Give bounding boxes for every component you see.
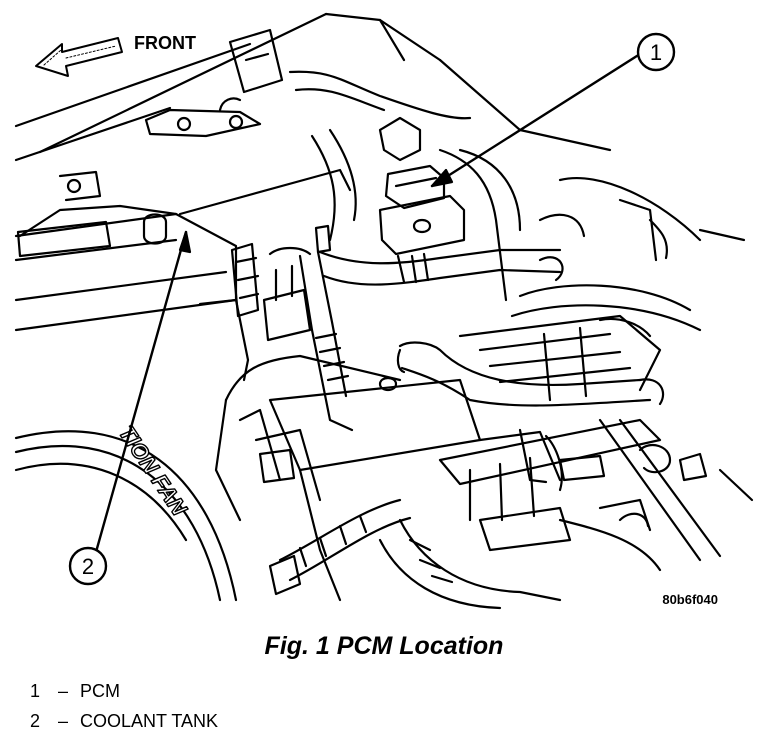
legend-label: COOLANT TANK: [80, 711, 219, 731]
legend-item: 1–PCM: [30, 676, 218, 706]
callout-2-leader: [94, 230, 192, 554]
intake-hose: [318, 248, 564, 286]
fan-shroud: [14, 430, 238, 602]
ac-line-and-sensor: [230, 224, 354, 432]
upper-hose-and-bracket: [144, 70, 472, 138]
legend-number: 2: [30, 711, 41, 731]
front-label: FRONT: [134, 33, 196, 53]
legend: 1–PCM 2–COOLANT TANK: [30, 676, 218, 736]
callout-1-leader: [430, 52, 642, 188]
coolant-tank: [14, 168, 352, 382]
callout-2-badge: 2: [68, 546, 108, 586]
fan-shroud-lettering: TION FAN: [114, 421, 193, 521]
callout-2-number: 2: [82, 554, 94, 579]
legend-label: PCM: [80, 681, 120, 701]
callout-1-badge: 1: [636, 32, 676, 72]
engine-bay-illustration: FRONT: [14, 12, 754, 610]
wiring-harness: [268, 498, 562, 610]
figure-caption: Fig. 1 PCM Location: [264, 632, 504, 660]
legend-dash: –: [57, 711, 68, 731]
throttle-body: [396, 314, 665, 407]
engine-block: [214, 354, 562, 602]
front-arrow-icon: [35, 37, 123, 77]
pcm-module: [310, 116, 522, 302]
legend-number: 1: [30, 681, 41, 701]
hood-edge-lines: [14, 12, 612, 162]
image-code: 80b6f040: [662, 592, 718, 607]
legend-dash: –: [57, 681, 68, 701]
callout-1-number: 1: [650, 40, 662, 65]
legend-item: 2–COOLANT TANK: [30, 706, 218, 736]
fuel-rail: [438, 418, 754, 572]
